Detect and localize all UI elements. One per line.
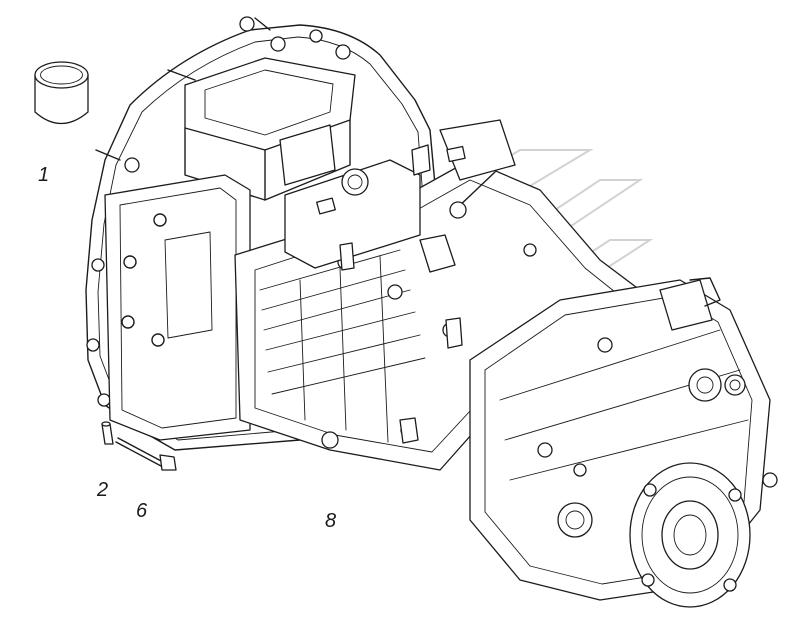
front-block — [104, 174, 251, 441]
part-2-pin — [101, 421, 114, 445]
shift-cover — [184, 57, 356, 201]
callout-6: 6 — [136, 500, 148, 522]
part-6-bolt — [115, 437, 177, 471]
part-1-ring — [34, 61, 89, 125]
callout-2: 2 — [97, 479, 109, 501]
gearbox-body — [234, 119, 641, 471]
callout-1: 1 — [38, 164, 50, 186]
callout-8: 8 — [325, 510, 337, 532]
output-flange — [629, 462, 778, 608]
